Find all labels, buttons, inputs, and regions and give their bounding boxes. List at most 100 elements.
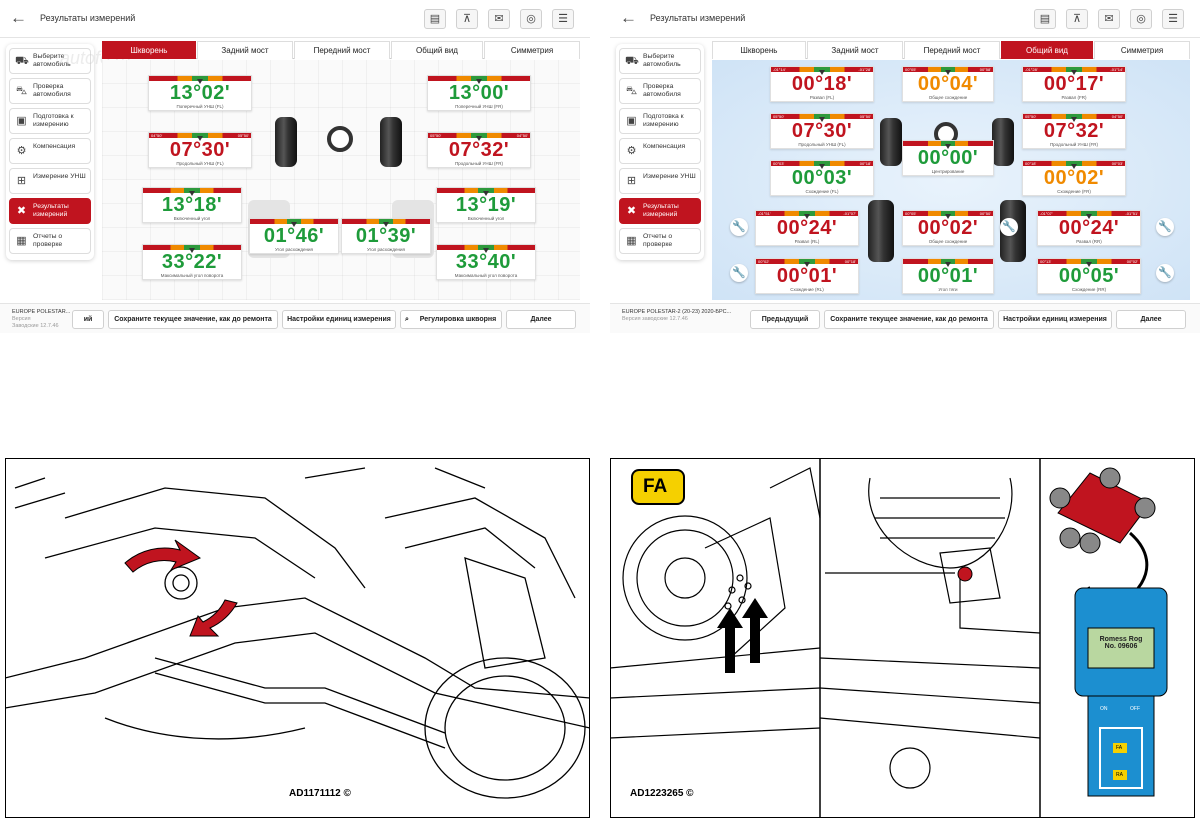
print-icon[interactable]: ▤ [1034,9,1056,29]
wrench-icon[interactable]: 🔧 [730,264,748,282]
sidebar-item-preparation[interactable]: ▣Подготовка к измерению [9,108,91,134]
tab-rear-axle[interactable]: Задний мост [197,41,293,59]
units-settings-button[interactable]: Настройки единиц измерения [998,310,1112,329]
measurement-card: 13°19'Включенный угол [436,187,536,223]
suspension-drawing [5,458,590,818]
vehicle-name: EUROPE POLESTAR... [12,309,71,315]
measurement-label: Угол расхождения [367,247,405,252]
measurement-value: 01°46' [263,225,325,247]
kingpin-adjust-label: Регулировка шкворня [419,316,497,323]
sidebar-item-label: Проверка автомобиля [33,83,71,98]
tab-overview[interactable]: Общий вид [391,41,483,59]
measure-icon: ⊞ [626,175,637,187]
sidebar-item-vehicle-check[interactable]: ⛍Проверка автомобиля [619,78,701,104]
tab-kingpin[interactable]: Шкворень [712,41,806,59]
car-lift-icon[interactable]: ⊼ [456,9,478,29]
wrench-icon[interactable]: 🔧 [1156,264,1174,282]
vehicle-name: EUROPE POLESTAR-2 (20-23) 2020-БРС... [622,309,732,315]
kingpin-adjust-button[interactable]: ⌕Регулировка шкворня [400,310,502,329]
wrench-icon[interactable]: 🔧 [1156,218,1174,236]
tolerance-bar [428,133,530,138]
pointer-icon [383,222,389,227]
sidebar-item-reports[interactable]: ▦Отчеты о проверке [619,228,701,254]
sidebar-item-compensation[interactable]: ⚙Компенсация [619,138,701,164]
limit-left: 04°50' [151,133,163,138]
sidebar-item-results[interactable]: ✖Результаты измерений [9,198,91,224]
settings-sliders-icon[interactable]: ☰ [552,9,574,29]
tab-front-axle[interactable]: Передний мост [904,41,1000,59]
measurement-card: -01°28'-01°14'00°17'Развал (FR) [1022,66,1126,102]
pointer-icon [1071,70,1077,75]
limit-right: 00°50' [979,211,991,216]
limit-right: 04°50' [1111,114,1123,119]
tab-rear-axle[interactable]: Задний мост [807,41,903,59]
measurement-value: 13°02' [169,82,231,104]
tolerance-bar [1023,67,1125,72]
device-on-button: ON [1100,706,1108,712]
save-current-as-before-button[interactable]: Сохраните текущее значение, как до ремон… [824,310,994,329]
page-title: Результаты измерений [650,13,746,23]
previous-button[interactable]: Предыдущий [750,310,820,329]
measurement-label: Развал (RL) [794,239,820,244]
tolerance-bar [771,114,873,119]
wrench-icon[interactable]: 🔧 [730,218,748,236]
sidebar-item-select-vehicle[interactable]: ⛟Выберите автомобиль [9,48,91,74]
next-button[interactable]: Далее [506,310,576,329]
measurement-label: Центрирование [931,169,965,174]
limit-left: 00°05' [905,67,917,72]
car-icon: ⛟ [625,55,639,67]
tolerance-bar [903,211,993,216]
limit-left: -01°14' [773,67,786,72]
send-icon[interactable]: ✉ [488,9,510,29]
tools-icon: ✖ [16,205,27,217]
back-arrow-icon[interactable]: ← [620,8,637,27]
tab-front-axle[interactable]: Передний мост [294,41,390,59]
settings-sliders-icon[interactable]: ☰ [1162,9,1184,29]
pointer-icon [189,191,195,196]
target-icon[interactable]: ◎ [1130,9,1152,29]
sidebar-item-kingpin-measure[interactable]: ⊞Измерение УНШ [619,168,701,194]
tolerance-bar [903,259,993,264]
wrench-icon[interactable]: 🔧 [1000,218,1018,236]
sidebar-item-select-vehicle[interactable]: ⛟Выберите автомобиль [619,48,701,74]
device-screen-text: Romess Rog No. 09606 [1099,636,1143,650]
sidebar-item-results[interactable]: ✖Результаты измерений [619,198,701,224]
sidebar-item-compensation[interactable]: ⚙Компенсация [9,138,91,164]
tab-symmetry[interactable]: Симметрия [484,41,580,59]
pointer-icon [1086,214,1092,219]
rear-left-tire [868,200,894,262]
sidebar-item-reports[interactable]: ▦Отчеты о проверке [9,228,91,254]
previous-button[interactable]: ий [72,310,104,329]
sidebar-item-preparation[interactable]: ▣Подготовка к измерению [619,108,701,134]
sidebar-item-vehicle-check[interactable]: ⛍Проверка автомобиля [9,78,91,104]
device-fa-label: FA [1116,745,1123,751]
sidebar-item-kingpin-measure[interactable]: ⊞Измерение УНШ [9,168,91,194]
clipboard-icon: ▣ [16,115,27,127]
print-icon[interactable]: ▤ [424,9,446,29]
measurement-label: Продольный УНШ (FR) [1049,142,1099,147]
tab-kingpin[interactable]: Шкворень [102,41,196,59]
device-off-button: OFF [1130,706,1140,712]
save-current-as-before-button[interactable]: Сохраните текущее значение, как до ремон… [108,310,278,329]
next-button[interactable]: Далее [1116,310,1186,329]
gear-icon: ⚙ [16,145,27,157]
limit-left: 05°50' [1025,114,1037,119]
footer-bar: EUROPE POLESTAR... Версия Заводские 12.7… [0,303,590,333]
tolerance-bar [771,161,873,166]
limit-right: 00°58' [979,67,991,72]
car-lift-icon[interactable]: ⊼ [1066,9,1088,29]
tolerance-bar [437,245,535,250]
target-icon[interactable]: ◎ [520,9,542,29]
send-icon[interactable]: ✉ [1098,9,1120,29]
sidebar-item-label: Выберите автомобиль [33,53,71,68]
units-settings-button[interactable]: Настройки единиц измерения [282,310,396,329]
tab-symmetry[interactable]: Симметрия [1094,41,1190,59]
tolerance-bar [437,188,535,193]
measurement-label: Развал (RR) [1076,239,1102,244]
report-icon: ▦ [626,235,637,247]
back-arrow-icon[interactable]: ← [10,8,27,27]
diagram-code: AD1223265 © [630,788,694,799]
pointer-icon [804,214,810,219]
tab-overview[interactable]: Общий вид [1001,41,1093,59]
measurement-value: 07°30' [791,120,853,142]
